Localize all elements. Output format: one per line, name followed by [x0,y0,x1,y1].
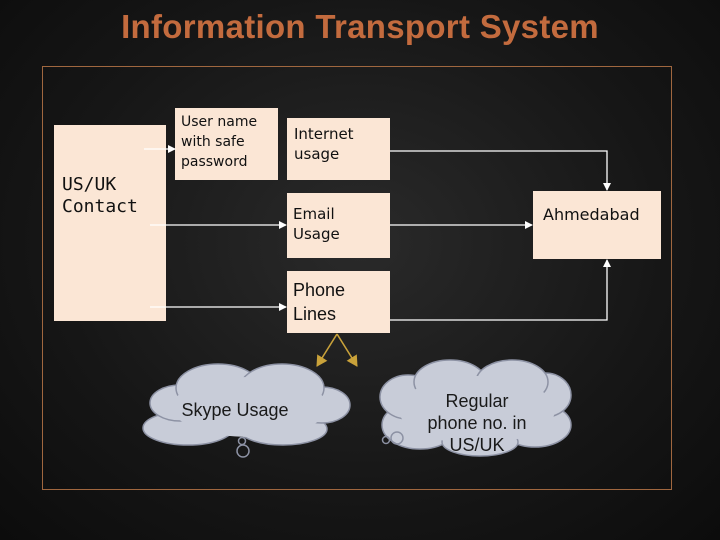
internet-usage-label: Internet usage [294,125,354,163]
ahmedabad-label: Ahmedabad [541,205,642,225]
arrow-to-skype [316,333,338,367]
page-title: Information Transport System [121,8,599,45]
arrow-to-regular-phone [336,333,358,367]
skype-usage-label: Skype Usage [181,400,289,420]
diagram-frame [42,66,672,490]
phone-lines-label: Phone Lines [293,280,346,324]
skype-cloud-shape [142,363,351,458]
phone-lines-box [287,271,390,333]
line-phone-to-ahmedabad [390,259,611,321]
line-internet-to-ahmedabad [390,150,611,191]
regular-phone-label: Regular phone no. in US/UK [427,391,527,455]
us-uk-contact-label: US/UK Contact [62,174,142,218]
internet-usage-box [287,118,390,180]
ahmedabad-box [533,191,661,259]
email-usage-box [287,193,390,258]
regular-phone-cloud-shape [379,359,572,457]
us-uk-contact-box [54,125,166,321]
user-name-box [175,108,278,180]
user-name-label: User name with safe password [181,114,258,170]
email-usage-label: Email Usage [293,205,340,243]
